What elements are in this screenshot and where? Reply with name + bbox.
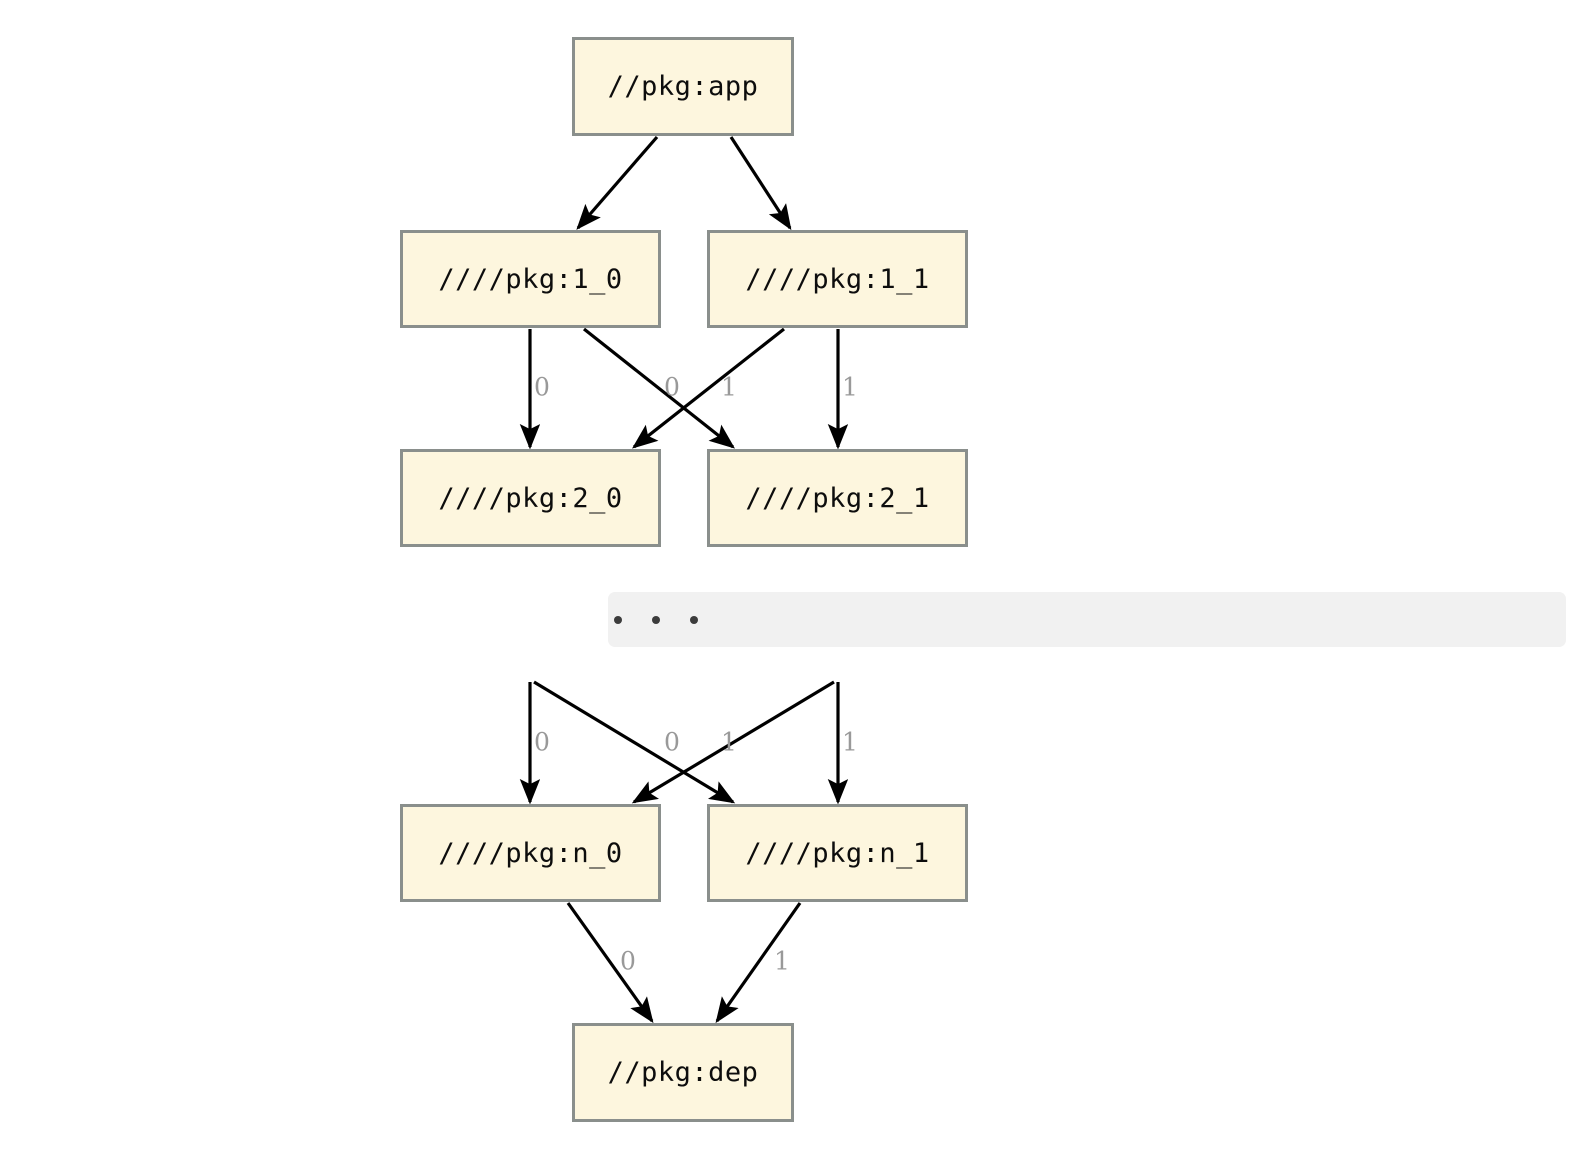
edge-e-app-1_1: [729, 136, 792, 231]
edge-label-e-1_0-2_0: 0: [534, 372, 550, 402]
elision-dot: [652, 615, 660, 624]
edge-e-1_0-2_1: [583, 327, 736, 449]
node-label: //pkg:dep: [607, 1057, 759, 1088]
edge-label-e-elided-n_0: 0: [534, 727, 550, 757]
node-label: ////pkg:2_0: [438, 482, 623, 514]
edges-group: [519, 135, 849, 1024]
node-label: ////pkg:1_0: [438, 263, 623, 295]
node-n2_0[interactable]: ////pkg:2_0: [400, 449, 661, 547]
node-label: ////pkg:2_1: [745, 482, 930, 514]
edge-e-elided2-n_0: [631, 680, 835, 804]
edge-label-e-elided2-n_0: 1: [721, 727, 737, 757]
node-label: //pkg:app: [607, 71, 759, 102]
edge-label-e-1_1-2_1: 1: [842, 372, 858, 402]
elision-dots: [614, 615, 728, 624]
edge-e-n_1-dep: [715, 902, 802, 1024]
elision-dot: [690, 615, 698, 624]
node-n1_1[interactable]: ////pkg:1_1: [707, 230, 968, 328]
edge-e-elided-n_1: [533, 680, 736, 804]
node-app[interactable]: //pkg:app: [572, 37, 794, 136]
node-dep[interactable]: //pkg:dep: [572, 1023, 794, 1122]
edge-label-e-elided2-n_1: 1: [842, 727, 858, 757]
edge-e-1_1-2_0: [631, 327, 785, 449]
edge-label-e-1_1-2_0: 1: [721, 372, 737, 402]
node-n1_0[interactable]: ////pkg:1_0: [400, 230, 661, 328]
edge-label-e-1_0-2_1: 0: [664, 372, 680, 402]
node-label: ////pkg:n_1: [745, 837, 930, 869]
elision-band: [608, 592, 1566, 647]
node-n2_1[interactable]: ////pkg:2_1: [707, 449, 968, 547]
node-label: ////pkg:1_1: [745, 263, 930, 295]
edge-label-e-n_0-dep: 0: [620, 946, 636, 976]
node-nn_1[interactable]: ////pkg:n_1: [707, 804, 968, 902]
node-label: ////pkg:n_0: [438, 837, 623, 869]
elision-dot: [614, 615, 622, 624]
edge-label-e-n_1-dep: 1: [774, 946, 790, 976]
edge-label-e-elided-n_1: 0: [664, 727, 680, 757]
edge-e-app-1_0: [576, 135, 659, 230]
node-nn_0[interactable]: ////pkg:n_0: [400, 804, 661, 902]
edge-e-n_0-dep: [566, 902, 654, 1024]
